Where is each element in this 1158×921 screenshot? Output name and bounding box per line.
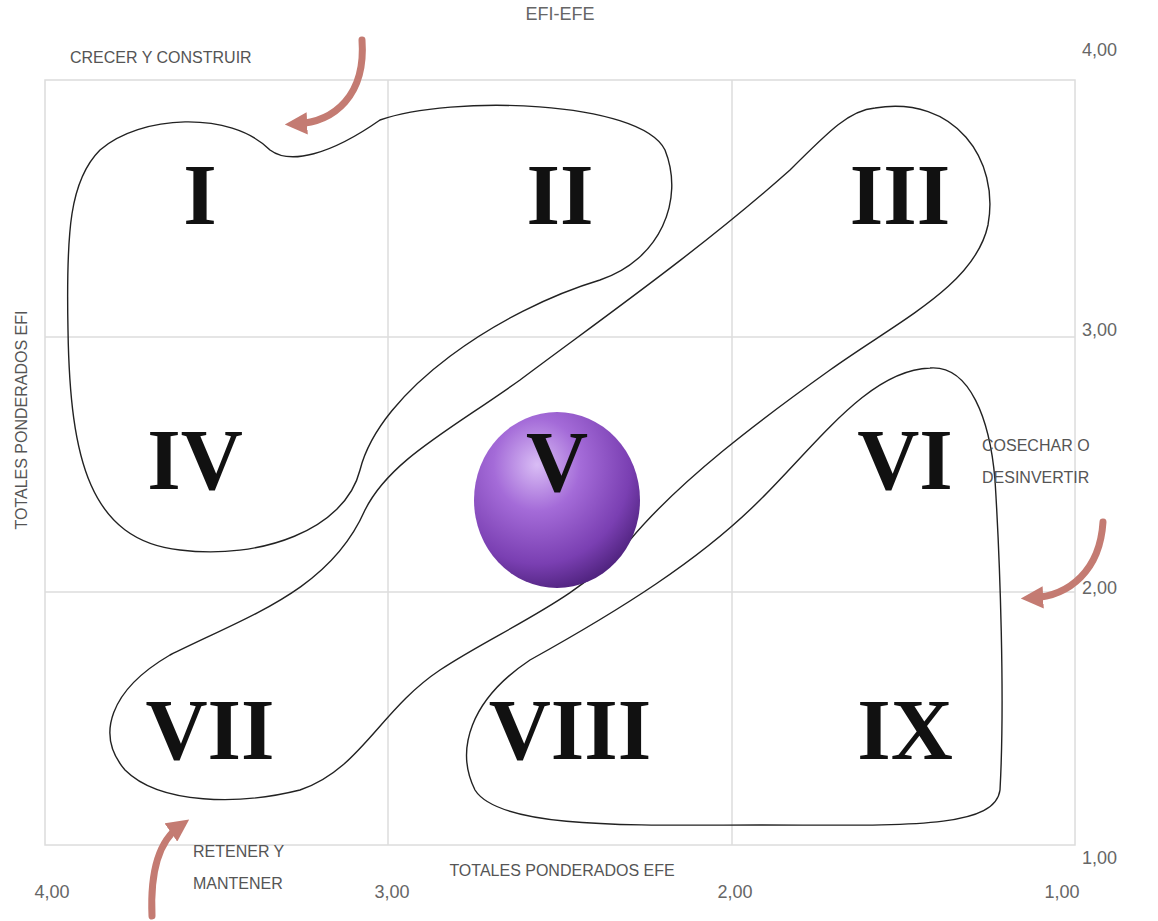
roman-numeral: V	[526, 419, 588, 505]
roman-numeral: VI	[857, 417, 953, 503]
roman-numeral: II	[527, 152, 594, 238]
axis-number: 1,00	[1044, 881, 1079, 904]
roman-numeral: IV	[147, 417, 243, 503]
roman-numeral: VII	[145, 687, 274, 773]
roman-numeral: I	[183, 152, 216, 238]
quadrant-label: RETENER Y MANTENER	[193, 836, 311, 900]
axis-number: 1,00	[1082, 847, 1117, 870]
axis-title: TOTALES PONDERADOS EFI	[11, 310, 31, 529]
axis-number: 4,00	[1082, 39, 1117, 62]
pointer-arrows	[152, 40, 1103, 916]
axis-number: 3,00	[1082, 319, 1117, 342]
axis-number: 2,00	[717, 881, 752, 904]
axis-number: 2,00	[1082, 577, 1117, 600]
roman-numeral: III	[850, 152, 950, 238]
diagram-title: EFI-EFE	[525, 4, 594, 25]
axis-number: 3,00	[374, 881, 409, 904]
roman-numeral: IX	[857, 687, 953, 773]
axis-number: 4,00	[34, 881, 69, 904]
quadrant-label: CRECER Y CONSTRUIR	[70, 48, 252, 68]
axis-title: TOTALES PONDERADOS EFE	[449, 861, 674, 881]
grid	[45, 80, 1075, 845]
quadrant-label: COSECHAR O DESINVERTIR	[982, 430, 1147, 494]
matrix-sphere: V	[472, 410, 642, 590]
roman-numeral: VIII	[489, 687, 652, 773]
